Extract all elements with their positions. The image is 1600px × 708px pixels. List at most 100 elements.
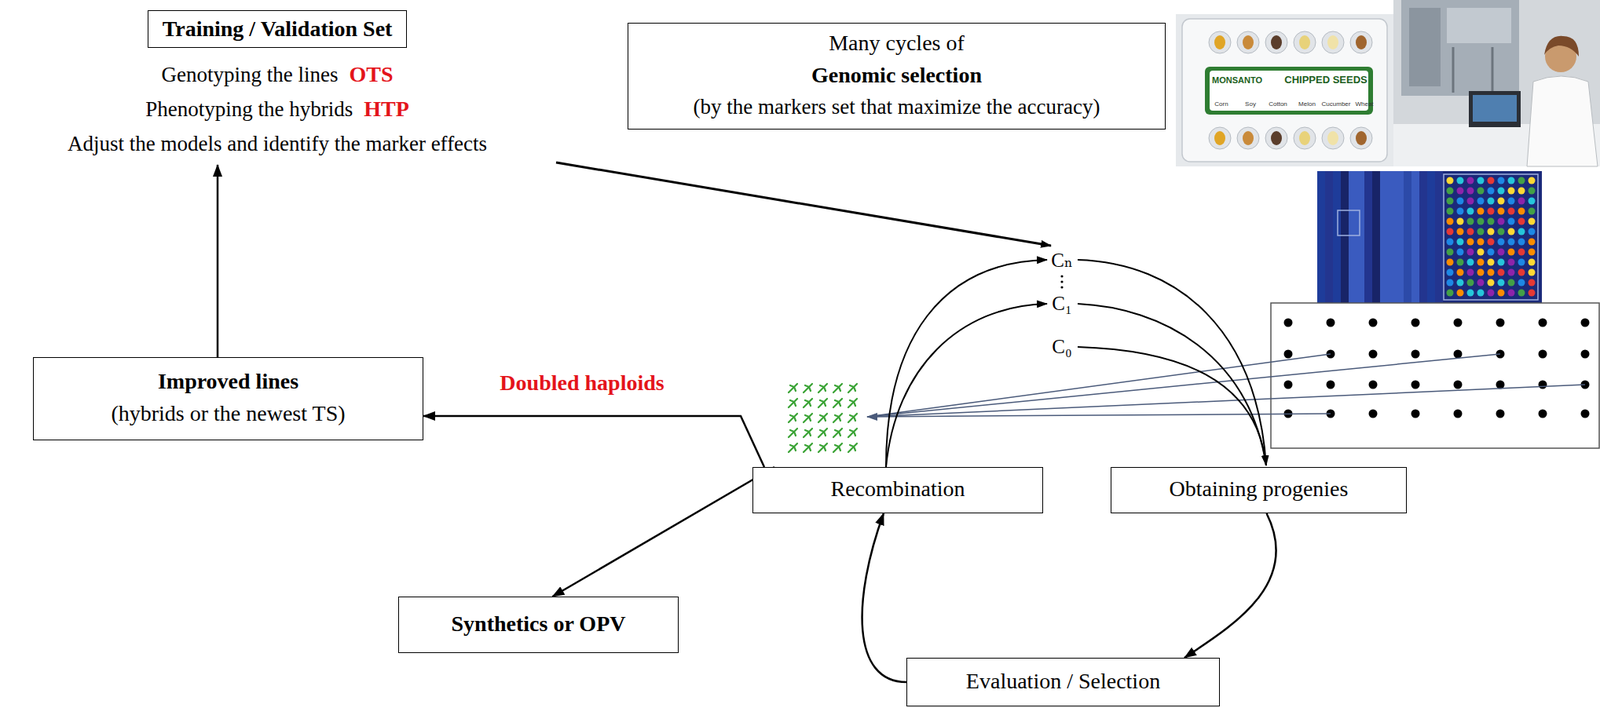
plant bbox=[818, 384, 828, 393]
node-text: Many cycles of bbox=[828, 30, 965, 55]
plant bbox=[803, 428, 813, 438]
marker-dot bbox=[1496, 318, 1505, 328]
heatmap-cell bbox=[1497, 289, 1505, 297]
heatmap-cell bbox=[1457, 197, 1465, 206]
heatmap-cell bbox=[1518, 177, 1526, 185]
heatmap-cell bbox=[1467, 208, 1475, 216]
text-line: Genomic selection bbox=[811, 60, 982, 93]
process-box: Synthetics or OPV bbox=[398, 596, 679, 654]
person-coat bbox=[1526, 76, 1598, 167]
process-box: Many cycles ofGenomic selection(by the m… bbox=[627, 22, 1166, 130]
seed bbox=[1214, 35, 1226, 50]
seed-well bbox=[1208, 127, 1231, 150]
seed-well bbox=[1321, 31, 1344, 54]
text-line: Improved lines bbox=[157, 366, 299, 400]
process-box: Evaluation / Selection bbox=[906, 658, 1220, 707]
seed-well bbox=[1237, 127, 1260, 150]
heatmap-cell bbox=[1508, 279, 1516, 287]
acronym-label: OTS bbox=[349, 62, 394, 87]
lab-monitor-screen bbox=[1472, 95, 1517, 122]
node-text: Genomic selection bbox=[811, 62, 982, 88]
plant bbox=[818, 443, 828, 453]
lab-monitor bbox=[1468, 91, 1521, 128]
heatmap-cell bbox=[1487, 259, 1495, 267]
heatmap-cell bbox=[1446, 177, 1454, 185]
heatmap-cell bbox=[1528, 259, 1536, 267]
training-set-block: Training / Validation SetGenotyping the … bbox=[67, 10, 487, 163]
leader-line bbox=[867, 384, 1586, 418]
heatmap-cells bbox=[1317, 171, 1536, 304]
leader-line bbox=[867, 354, 1331, 418]
heatmap-cell bbox=[1518, 208, 1526, 216]
heatmap-cell bbox=[1497, 187, 1505, 195]
heatmap-cell bbox=[1467, 187, 1475, 195]
brand-label: MONSANTO bbox=[1211, 75, 1263, 85]
heatmap-cell bbox=[1477, 259, 1485, 267]
heatmap-cell bbox=[1467, 259, 1475, 267]
plant bbox=[803, 443, 813, 453]
heatmap-cell bbox=[1446, 238, 1454, 246]
seed-name: Cucumber bbox=[1321, 100, 1352, 108]
heatmap-cell bbox=[1467, 177, 1475, 185]
heatmap-cell bbox=[1518, 269, 1526, 277]
heatmap-stripe bbox=[1419, 171, 1428, 304]
text-line: Recombination bbox=[830, 474, 965, 507]
heatmap-cell bbox=[1518, 238, 1526, 246]
heatmap-highlight bbox=[1443, 174, 1538, 301]
marker-dot bbox=[1581, 318, 1590, 328]
plant bbox=[848, 413, 857, 423]
seed-well bbox=[1293, 31, 1316, 54]
heatmap-cell bbox=[1477, 269, 1485, 277]
heatmap-cell bbox=[1457, 228, 1465, 236]
heatmap-cell bbox=[1467, 269, 1475, 277]
ellipsis-dot bbox=[1060, 285, 1063, 289]
text-line: Genotyping the linesOTS bbox=[67, 58, 487, 94]
marker-dot bbox=[1581, 410, 1590, 419]
heatmap-cell bbox=[1497, 197, 1505, 206]
node-text: Evaluation / Selection bbox=[966, 669, 1161, 694]
arrow-connector bbox=[862, 513, 907, 683]
marker-dot bbox=[1538, 410, 1548, 419]
seed-name: Soy bbox=[1244, 100, 1256, 108]
plant bbox=[833, 443, 843, 453]
marker-dot bbox=[1369, 410, 1378, 419]
heatmap-cell bbox=[1487, 218, 1495, 226]
heatmap-cell bbox=[1446, 248, 1454, 257]
heatmap-stripe bbox=[1325, 171, 1333, 304]
heatmap-cell bbox=[1487, 208, 1495, 216]
heatmap-cell bbox=[1528, 289, 1536, 297]
heatmap-cell bbox=[1477, 187, 1485, 195]
plant bbox=[833, 399, 843, 408]
plant bbox=[788, 413, 798, 423]
cycle-arc bbox=[1077, 259, 1267, 466]
plant-icon bbox=[788, 384, 857, 453]
marker-dot bbox=[1496, 380, 1505, 390]
heatmap-cell bbox=[1508, 218, 1516, 226]
process-box: Improved lines(hybrids or the newest TS) bbox=[32, 357, 424, 441]
seed bbox=[1214, 131, 1226, 146]
tray-title: CHIPPED SEEDS bbox=[1284, 73, 1367, 86]
seed bbox=[1355, 35, 1367, 50]
heatmap-stripe bbox=[1435, 171, 1443, 304]
cycle-label: C₁ bbox=[1051, 292, 1072, 315]
marker-dot bbox=[1538, 380, 1548, 390]
seed bbox=[1299, 131, 1311, 146]
heatmap-cell bbox=[1497, 259, 1505, 267]
ellipsis-dot bbox=[1060, 274, 1063, 278]
heatmap-cell bbox=[1518, 228, 1526, 236]
cycle-label: C₀ bbox=[1051, 336, 1072, 359]
heatmap-cell bbox=[1487, 289, 1495, 297]
heatmap-cell bbox=[1457, 279, 1465, 287]
heatmap-cell bbox=[1508, 228, 1516, 236]
text-line: (hybrids or the newest TS) bbox=[110, 399, 345, 432]
node-text: Recombination bbox=[830, 476, 965, 502]
heatmap-cell bbox=[1487, 238, 1495, 246]
marker-dot bbox=[1453, 318, 1463, 328]
cycle-arc bbox=[1077, 347, 1267, 466]
seed-well bbox=[1208, 31, 1231, 54]
heatmap-cell bbox=[1508, 289, 1516, 297]
plant bbox=[788, 384, 798, 393]
process-box: Obtaining progenies bbox=[1110, 467, 1407, 514]
plant bbox=[848, 399, 857, 408]
seed bbox=[1270, 131, 1282, 146]
